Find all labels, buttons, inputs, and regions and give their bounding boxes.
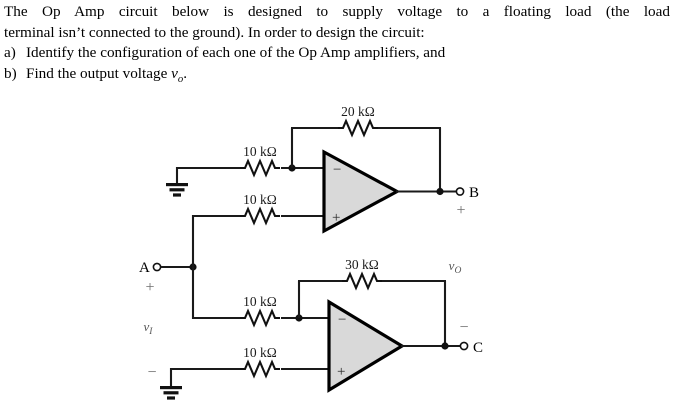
terminal-c-sign: − xyxy=(459,319,468,336)
terminal-b: B + xyxy=(455,185,479,219)
node-bottom-output xyxy=(441,342,449,350)
resistor-top-noninverting-input: 10 kΩ xyxy=(238,192,282,225)
resistor-feedback-top: 20 kΩ xyxy=(336,104,380,137)
problem-item-a: a) Identify the configuration of each on… xyxy=(4,43,670,64)
problem-item-a-marker: a) xyxy=(4,44,16,61)
opamp-top-noninverting-sign: + xyxy=(332,210,340,226)
circuit-diagram: 10 kΩ 20 kΩ 10 kΩ − + xyxy=(0,100,674,419)
resistor-feedback-bottom: 30 kΩ xyxy=(340,257,384,290)
problem-item-b-marker: b) xyxy=(4,64,17,82)
terminal-c-label: C xyxy=(473,340,483,356)
terminal-c-circle xyxy=(459,341,469,351)
feedback-path-top xyxy=(290,126,442,192)
input-voltage-label: vI xyxy=(144,319,154,337)
opamp-top-inverting-sign: − xyxy=(333,162,341,178)
resistor-top-noninverting-input-label: 10 kΩ xyxy=(243,192,277,207)
problem-line-1: The Op Amp circuit below is designed to … xyxy=(4,3,670,20)
terminal-a-sign: + xyxy=(145,279,154,296)
feedback-path-bottom xyxy=(297,279,447,347)
terminal-b-circle xyxy=(455,187,465,196)
input-negative-sign: − xyxy=(147,364,156,381)
opamp-bottom: − + xyxy=(327,299,406,393)
opamp-bottom-inverting-sign: − xyxy=(338,312,346,328)
terminal-a: A + xyxy=(139,260,162,296)
terminal-a-circle xyxy=(152,262,162,272)
problem-item-b-text-before: Find the output voltage xyxy=(26,64,172,82)
resistor-top-inverting-input: 10 kΩ xyxy=(238,144,282,177)
opamp-top: − + xyxy=(322,149,401,234)
resistor-feedback-bottom-label: 30 kΩ xyxy=(345,257,379,272)
terminal-b-label: B xyxy=(469,185,479,201)
resistor-bottom-noninverting-input-label: 10 kΩ xyxy=(243,345,277,360)
problem-item-b: b) Find the output voltage vo. xyxy=(4,64,670,91)
resistor-bottom-inverting-input-label: 10 kΩ xyxy=(243,294,277,309)
problem-item-a-text: Identify the configuration of each one o… xyxy=(26,44,446,61)
output-voltage-symbol: vo xyxy=(171,64,184,85)
terminal-b-sign: + xyxy=(456,202,465,219)
terminal-a-label: A xyxy=(139,260,150,276)
resistor-top-inverting-input-label: 10 kΩ xyxy=(243,144,277,159)
problem-item-b-text: Find the output voltage vo. xyxy=(26,64,670,91)
node-top-output xyxy=(436,187,444,196)
resistor-bottom-inverting-input: 10 kΩ xyxy=(238,294,282,327)
problem-statement: The Op Amp circuit below is designed to … xyxy=(4,2,670,90)
terminal-c: C − xyxy=(459,319,483,356)
problem-item-b-text-after: . xyxy=(183,64,187,82)
resistor-feedback-top-label: 20 kΩ xyxy=(341,104,375,119)
output-voltage-label: vO xyxy=(449,258,462,276)
problem-line-2: terminal isn’t connected to the ground).… xyxy=(4,23,425,41)
ground-symbol-bottom xyxy=(160,368,182,400)
resistor-bottom-noninverting-input: 10 kΩ xyxy=(238,345,282,378)
opamp-bottom-noninverting-sign: + xyxy=(337,364,345,380)
ground-symbol-top xyxy=(166,167,188,197)
